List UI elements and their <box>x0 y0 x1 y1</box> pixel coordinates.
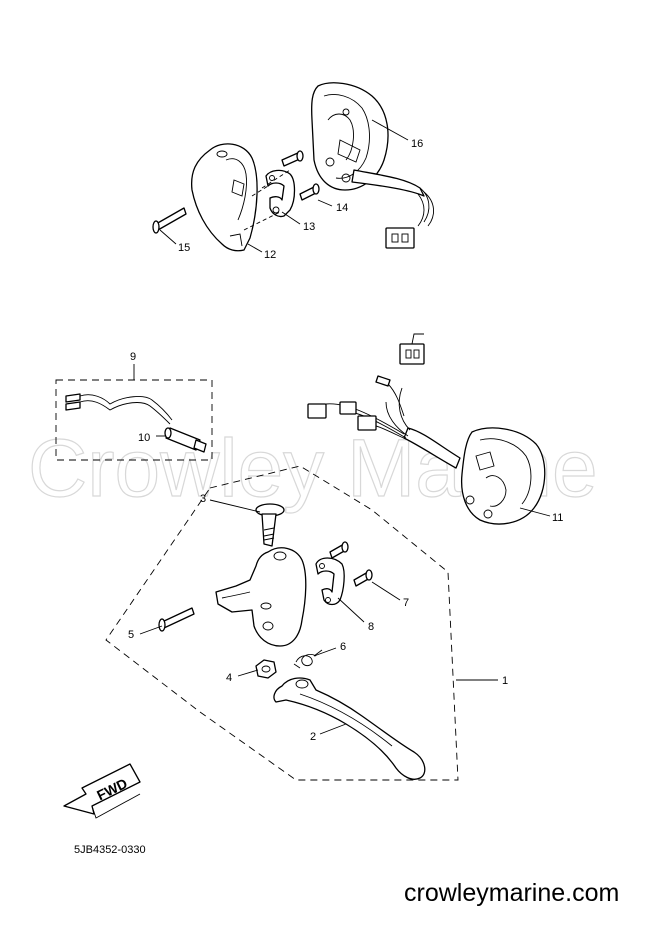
fwd-arrow-icon <box>63 763 141 819</box>
callout-4: 4 <box>226 672 232 684</box>
lever-bracket[interactable] <box>215 547 307 647</box>
connector-lower-top <box>399 333 425 365</box>
callout-2: 2 <box>310 731 316 743</box>
clamp-8[interactable] <box>315 557 345 606</box>
screw-7-upper[interactable] <box>329 541 349 559</box>
switch-housing-lower[interactable] <box>460 427 546 525</box>
callout-14: 14 <box>336 202 348 214</box>
callout-15: 15 <box>178 242 190 254</box>
lever-assembly-box-1 <box>105 465 459 781</box>
brake-lever-2[interactable] <box>273 677 426 780</box>
screw-5[interactable] <box>158 607 195 632</box>
spring-6[interactable] <box>293 649 323 669</box>
callout-16: 16 <box>411 138 423 150</box>
leader-lines <box>133 119 551 735</box>
switch-cover-12[interactable] <box>190 143 258 252</box>
wire-switch-9 <box>65 393 173 425</box>
connector-lower-left <box>307 403 327 419</box>
callout-9: 9 <box>130 351 136 363</box>
switch-cable-upper <box>351 169 434 227</box>
pivot-bolt-3[interactable] <box>255 503 285 547</box>
connector-lower-right <box>357 415 377 431</box>
nut-4[interactable] <box>255 659 277 679</box>
callout-10: 10 <box>138 432 150 444</box>
website-text: crowleymarine.com <box>404 879 619 907</box>
screw-14-upper[interactable] <box>281 150 304 167</box>
callout-3: 3 <box>200 493 206 505</box>
screw-14-lower[interactable] <box>299 183 320 201</box>
drawing-code: 5JB4352-0330 <box>74 844 146 856</box>
callout-1: 1 <box>502 675 508 687</box>
callout-12: 12 <box>264 249 276 261</box>
connector-upper <box>385 227 415 249</box>
callout-8: 8 <box>368 621 374 633</box>
callout-6: 6 <box>340 641 346 653</box>
callout-5: 5 <box>128 629 134 641</box>
connector-lower-mid <box>339 401 357 415</box>
brake-switch-10[interactable] <box>164 427 207 453</box>
callout-11: 11 <box>552 512 563 524</box>
callout-7: 7 <box>403 597 409 609</box>
callout-13: 13 <box>303 221 315 233</box>
screw-7-lower[interactable] <box>353 569 373 587</box>
wire-terminals <box>375 375 405 417</box>
clamp-13[interactable] <box>265 169 296 218</box>
screw-15[interactable] <box>152 207 187 234</box>
